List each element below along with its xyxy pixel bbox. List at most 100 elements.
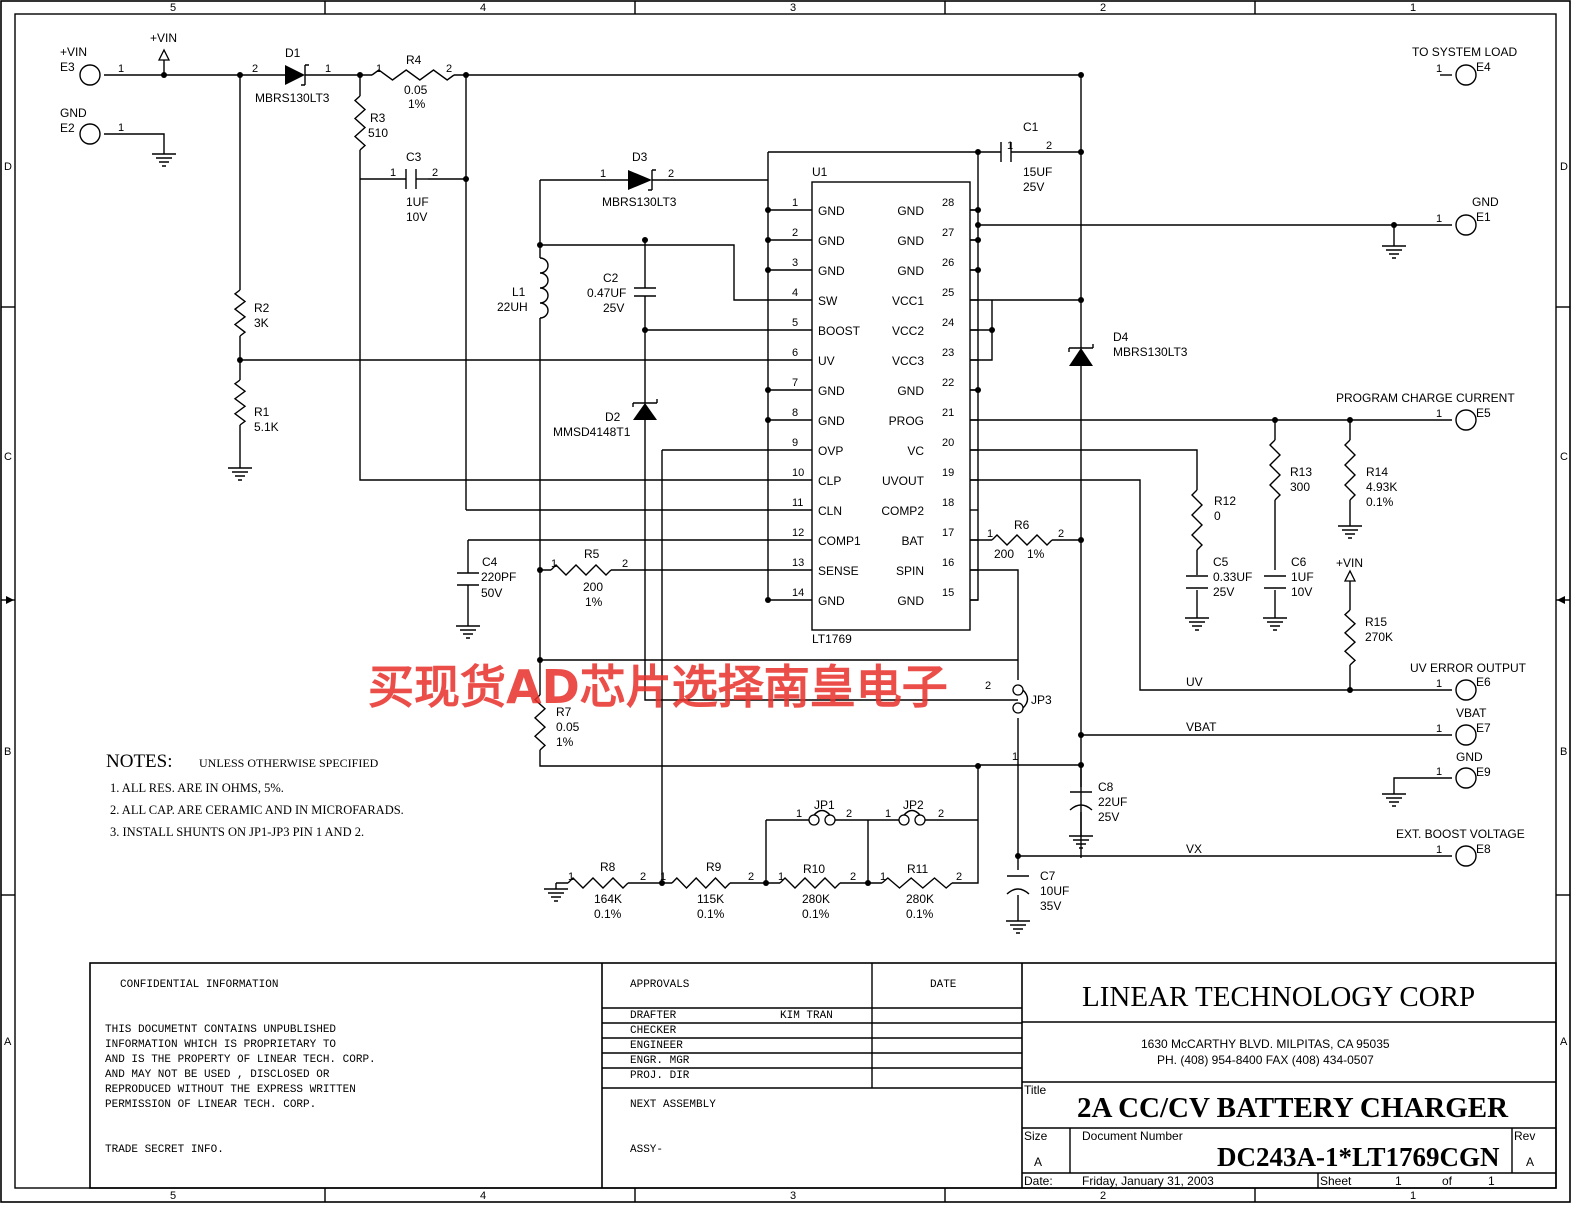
rev-label: Rev xyxy=(1514,1129,1535,1143)
pin-number-13: 13 xyxy=(792,557,804,569)
pin-name-clp: CLP xyxy=(818,474,841,488)
e8-ref: E8 xyxy=(1476,842,1491,856)
junction-dot xyxy=(989,327,995,333)
assy: ASSY- xyxy=(630,1144,663,1156)
junction-dot xyxy=(763,880,769,886)
r7-tolerance: 1% xyxy=(556,735,574,749)
e6-label: UV ERROR OUTPUT xyxy=(1410,661,1527,675)
c2-value: 0.47UF xyxy=(587,286,626,300)
sheet-count: 1 xyxy=(1488,1174,1495,1188)
pin-name-uvout: UVOUT xyxy=(882,474,925,488)
ground-symbol xyxy=(1069,830,1093,849)
zone-row-left-B: B xyxy=(4,746,11,758)
junction-dot xyxy=(975,149,981,155)
jp3-ref: JP3 xyxy=(1031,693,1052,707)
terminal-e2 xyxy=(79,123,101,145)
junction-dot xyxy=(1078,72,1084,78)
zone-col-top-5: 5 xyxy=(170,2,176,14)
plate-curved xyxy=(1006,888,1030,895)
row-engr-mgr: ENGR. MGR xyxy=(630,1055,690,1067)
pin-label: 1 xyxy=(660,871,666,883)
notes-subtitle: UNLESS OTHERWISE SPECIFIED xyxy=(199,756,379,770)
row-engineer: ENGINEER xyxy=(630,1040,683,1052)
pin-number-1: 1 xyxy=(792,197,798,209)
pin-label: 2 xyxy=(1046,140,1052,152)
resistor-r8 xyxy=(567,877,629,889)
ground-symbol xyxy=(1382,240,1406,259)
drafter-name: KIM TRAN xyxy=(780,1010,833,1022)
terminal-labels: +VIN E3 GND E2 +VIN TO SYSTEM LOAD E4 GN… xyxy=(60,31,1527,856)
junction-dot xyxy=(975,267,981,273)
capacitor-c5 xyxy=(1186,575,1208,589)
junction-dot xyxy=(1078,149,1084,155)
company-address: 1630 McCARTHY BLVD. MILPITAS, CA 95035 xyxy=(1141,1037,1390,1051)
ground-symbol xyxy=(1006,915,1030,934)
trade-secret: TRADE SECRET INFO. xyxy=(105,1144,224,1156)
diode-triangle xyxy=(633,403,657,420)
c2-voltage: 25V xyxy=(603,301,624,315)
c4-ref: C4 xyxy=(482,555,498,569)
junction-dot xyxy=(1347,687,1353,693)
l1-ref: L1 xyxy=(512,285,526,299)
zone-col-bottom-1: 1 xyxy=(1410,1190,1416,1202)
capacitor-c3 xyxy=(405,169,417,189)
r3-ref: R3 xyxy=(370,111,386,125)
pin-number-21: 21 xyxy=(942,407,954,419)
junction-dot xyxy=(1078,297,1084,303)
diode-triangle xyxy=(628,170,652,190)
pin-name-bat: BAT xyxy=(902,534,925,548)
jumper-jp1 xyxy=(802,809,842,826)
pin-number-10: 10 xyxy=(792,467,804,479)
r10-ref: R10 xyxy=(803,862,825,876)
junction-dot xyxy=(765,237,771,243)
conf-line-1: THIS DOCUMETNT CONTAINS UNPUBLISHED xyxy=(105,1024,336,1036)
e2-ref: E2 xyxy=(60,121,75,135)
net-vx-label: VX xyxy=(1186,842,1202,856)
junction-dot xyxy=(765,267,771,273)
capacitor-c2 xyxy=(634,287,656,297)
plate-curved xyxy=(1069,804,1093,811)
notes-title: NOTES: xyxy=(106,751,173,772)
junction-dot xyxy=(357,72,363,78)
ground-c5 xyxy=(1185,612,1209,631)
r4-tolerance: 1% xyxy=(408,97,426,111)
junction-dot xyxy=(537,567,543,573)
pin-label: 2 xyxy=(446,63,452,75)
c8-value: 22UF xyxy=(1098,795,1127,809)
pin-label: 2 xyxy=(668,168,674,180)
jumper-jp3 xyxy=(1012,684,1029,714)
row-drafter: DRAFTER xyxy=(630,1010,677,1022)
r5-ref: R5 xyxy=(584,547,600,561)
r13-ref: R13 xyxy=(1290,465,1312,479)
pin-label: 1 xyxy=(376,63,382,75)
notes: NOTES: UNLESS OTHERWISE SPECIFIED 1. ALL… xyxy=(106,751,404,839)
r14-ref: R14 xyxy=(1366,465,1388,479)
pin-label: 2 xyxy=(252,63,258,75)
r15-ref: R15 xyxy=(1365,615,1387,629)
pin-label: 1 xyxy=(325,63,331,75)
jumper-pin xyxy=(1012,684,1024,696)
note-3: 3. INSTALL SHUNTS ON JP1-JP3 PIN 1 AND 2… xyxy=(110,825,364,839)
pin-name-comp2: COMP2 xyxy=(881,504,924,518)
e3-label: +VIN xyxy=(60,45,87,59)
r9-value: 115K xyxy=(697,892,724,906)
junction-dot xyxy=(975,763,981,769)
pin-label: 1 xyxy=(568,871,574,883)
resistor-r1 xyxy=(233,379,247,426)
l1-value: 22UH xyxy=(497,300,528,314)
pin-label: 1 xyxy=(118,63,124,75)
junction-dots xyxy=(161,72,1397,886)
zone-col-top-2: 2 xyxy=(1100,2,1106,14)
ground-e2 xyxy=(152,148,176,167)
c3-voltage: 10V xyxy=(406,210,427,224)
e3-ref: E3 xyxy=(60,60,75,74)
size-label: Size xyxy=(1024,1129,1048,1143)
pin-name-gnd: GND xyxy=(897,384,924,398)
d3-ref: D3 xyxy=(632,150,648,164)
pin-label: 1 xyxy=(1436,213,1442,225)
jumper-link xyxy=(1022,689,1029,709)
resistor-r3 xyxy=(353,95,367,151)
resistor-r14 xyxy=(1344,439,1356,501)
r12-ref: R12 xyxy=(1214,494,1236,508)
r3-value: 510 xyxy=(368,126,388,140)
